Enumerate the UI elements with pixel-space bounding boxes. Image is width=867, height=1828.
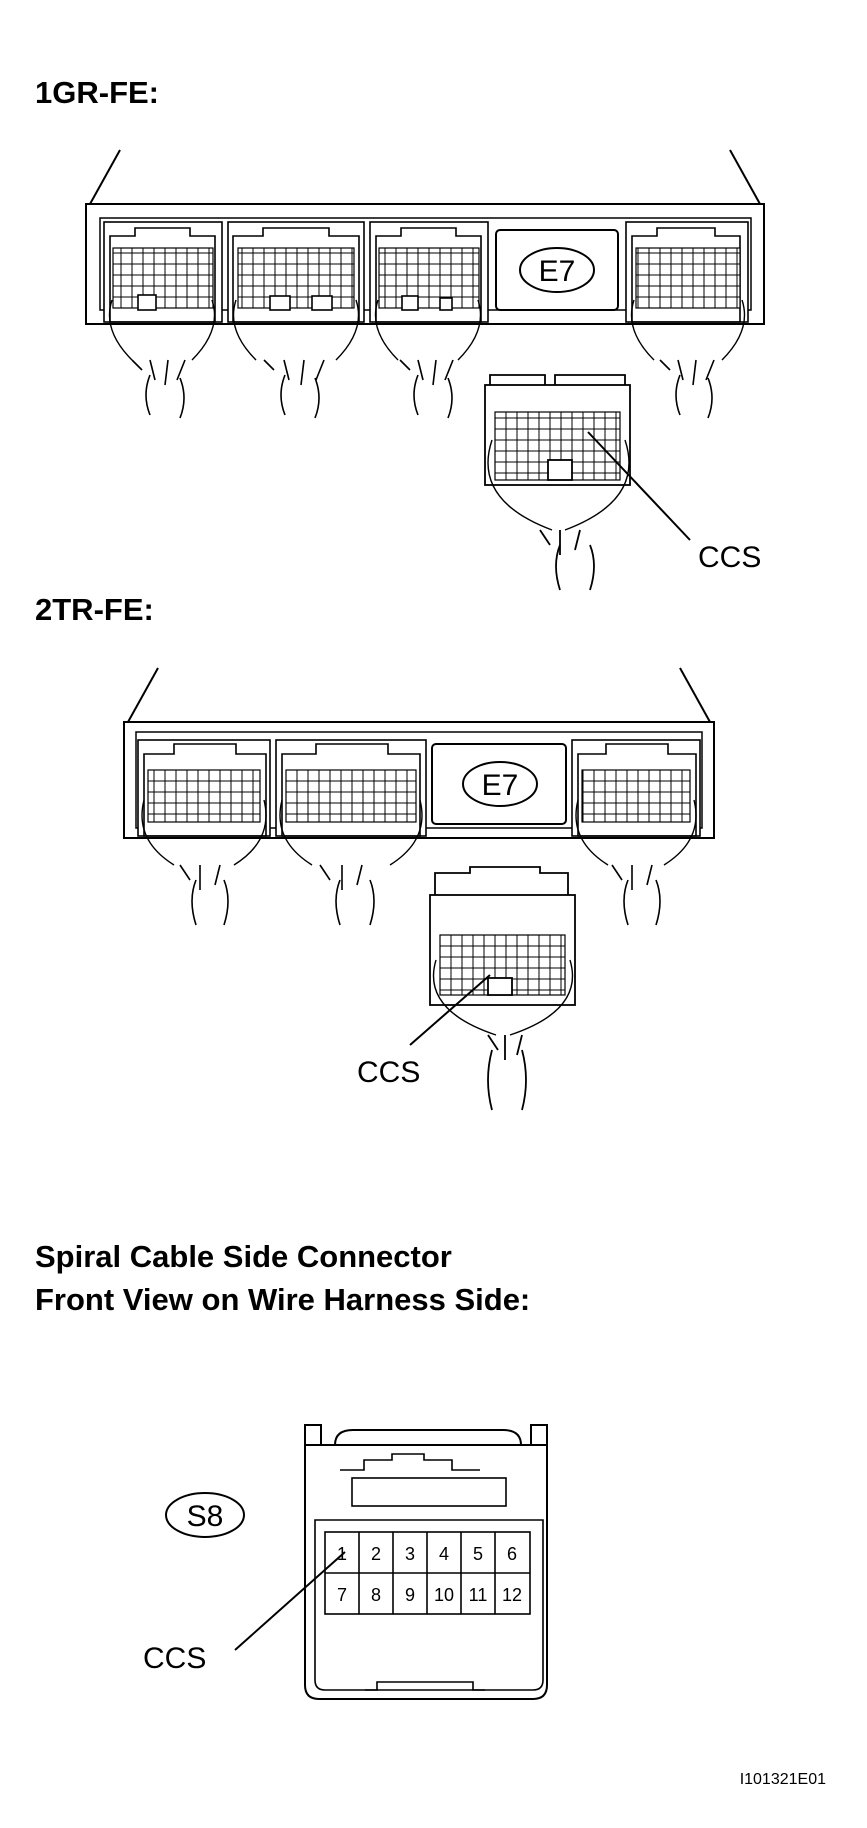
e7-label-top: E7 bbox=[539, 255, 576, 288]
heading-1gr-fe: 1GR-FE: bbox=[35, 75, 159, 110]
e7-plug-2tr bbox=[429, 866, 576, 1111]
pin-9: 9 bbox=[405, 1585, 415, 1605]
pin-12: 12 bbox=[502, 1585, 522, 1605]
s8-text: S8 bbox=[187, 1500, 224, 1533]
s8-pin-labels: 1 2 3 4 5 6 7 8 9 10 11 12 bbox=[337, 1544, 522, 1605]
ccs-label-mid: CCS bbox=[357, 1056, 420, 1089]
pin-10: 10 bbox=[434, 1585, 454, 1605]
spiral-heading-1: Spiral Cable Side Connector bbox=[35, 1239, 452, 1274]
e7-label-block: E7 bbox=[495, 229, 619, 311]
ccs-leader-top bbox=[587, 431, 691, 541]
s8-label: S8 bbox=[165, 1492, 245, 1538]
pin-7: 7 bbox=[337, 1585, 347, 1605]
pin-8: 8 bbox=[371, 1585, 381, 1605]
ccs-label-top: CCS bbox=[698, 541, 761, 574]
e7-label-block-2: E7 bbox=[431, 743, 567, 825]
pin-5: 5 bbox=[473, 1544, 483, 1564]
heading-2tr-fe: 2TR-FE: bbox=[35, 592, 154, 627]
ccs-label-bottom: CCS bbox=[143, 1642, 206, 1675]
ecu2-connector-1 bbox=[137, 739, 271, 926]
spiral-heading-2: Front View on Wire Harness Side: bbox=[35, 1282, 530, 1317]
pin-6: 6 bbox=[507, 1544, 517, 1564]
ecu-connector-4 bbox=[625, 221, 749, 419]
ecu-connector-3 bbox=[369, 221, 489, 419]
ecu2-connector-4 bbox=[571, 739, 701, 926]
ecu-connector-2 bbox=[227, 221, 365, 419]
e7-plug-1gr bbox=[484, 374, 631, 591]
pin-11: 11 bbox=[469, 1585, 488, 1605]
pin-4: 4 bbox=[439, 1544, 449, 1564]
ccs-leader-mid bbox=[409, 974, 491, 1046]
pin-2: 2 bbox=[371, 1544, 381, 1564]
ecu-connector-1 bbox=[103, 221, 223, 419]
pin-3: 3 bbox=[405, 1544, 415, 1564]
e7-label-mid: E7 bbox=[482, 769, 519, 802]
figure-code: I101321E01 bbox=[740, 1771, 826, 1788]
ccs-leader-bottom bbox=[234, 1551, 346, 1651]
s8-pin-grid bbox=[324, 1531, 531, 1615]
ecu2-connector-2 bbox=[275, 739, 427, 926]
